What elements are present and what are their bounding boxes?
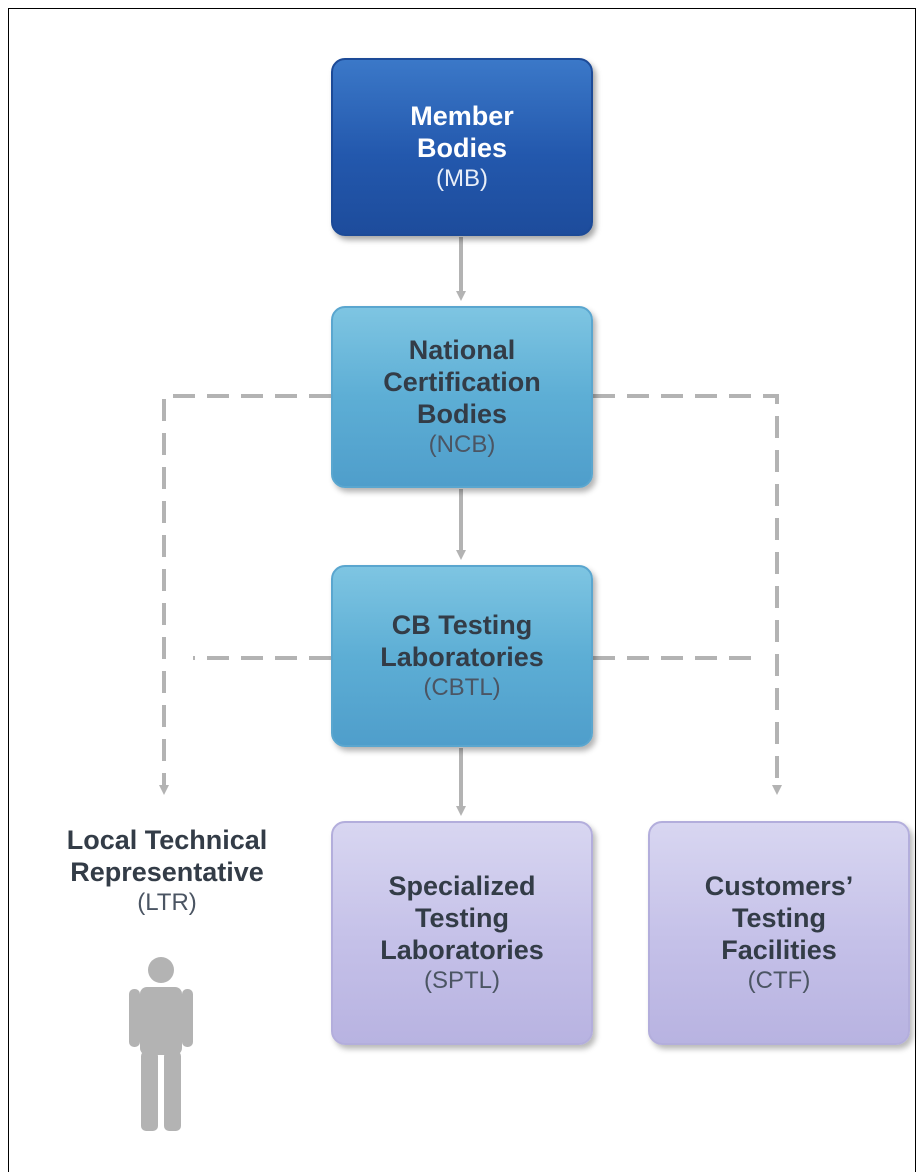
member-bodies-box: Member Bodies (MB) — [331, 58, 593, 236]
dashed-ncb-to-ltr — [159, 394, 331, 795]
mb-label-line1: Member — [410, 100, 514, 131]
ltr-abbreviation: (LTR) — [137, 888, 197, 916]
mb-label-line2: Bodies — [416, 132, 508, 163]
national-certification-bodies-box: National Certification Bodies (NCB) — [331, 306, 593, 488]
sptl-label-line3: Laboratories — [380, 934, 544, 965]
sptl-label-line2: Testing — [415, 902, 509, 933]
cbtl-abbreviation: (CBTL) — [423, 673, 501, 701]
cb-testing-laboratories-box: CB Testing Laboratories (CBTL) — [331, 565, 593, 747]
ctf-label-line3: Facilities — [721, 934, 837, 965]
ctf-abbreviation: (CTF) — [747, 966, 811, 994]
ctf-label-line2: Testing — [732, 902, 826, 933]
ctf-label-line1: Customers’ — [704, 871, 854, 902]
diagram-frame — [8, 8, 916, 1172]
cbtl-label-line2: Laboratories — [380, 641, 544, 672]
customers-testing-facilities-box: Customers’ Testing Facilities (CTF) — [648, 821, 910, 1045]
ltr-label-line2: Representative — [70, 857, 264, 888]
ncb-label-line1: National — [408, 335, 516, 366]
cbtl-label-line1: CB Testing — [391, 609, 533, 640]
ncb-label-line2: Certification — [383, 366, 541, 397]
person-icon — [129, 957, 193, 1131]
ltr-label-line1: Local Technical — [66, 825, 268, 855]
sptl-label-line1: Specialized — [388, 871, 536, 902]
local-technical-representative-label: Local Technical Representative (LTR) — [22, 824, 312, 918]
specialized-testing-laboratories-box: Specialized Testing Laboratories (SPTL) — [331, 821, 593, 1045]
ncb-abbreviation: (NCB) — [428, 430, 496, 458]
ncb-label-line3: Bodies — [416, 398, 508, 429]
dashed-ncb-to-ctf — [593, 394, 782, 795]
mb-abbreviation: (MB) — [436, 164, 488, 192]
sptl-abbreviation: (SPTL) — [423, 966, 500, 994]
